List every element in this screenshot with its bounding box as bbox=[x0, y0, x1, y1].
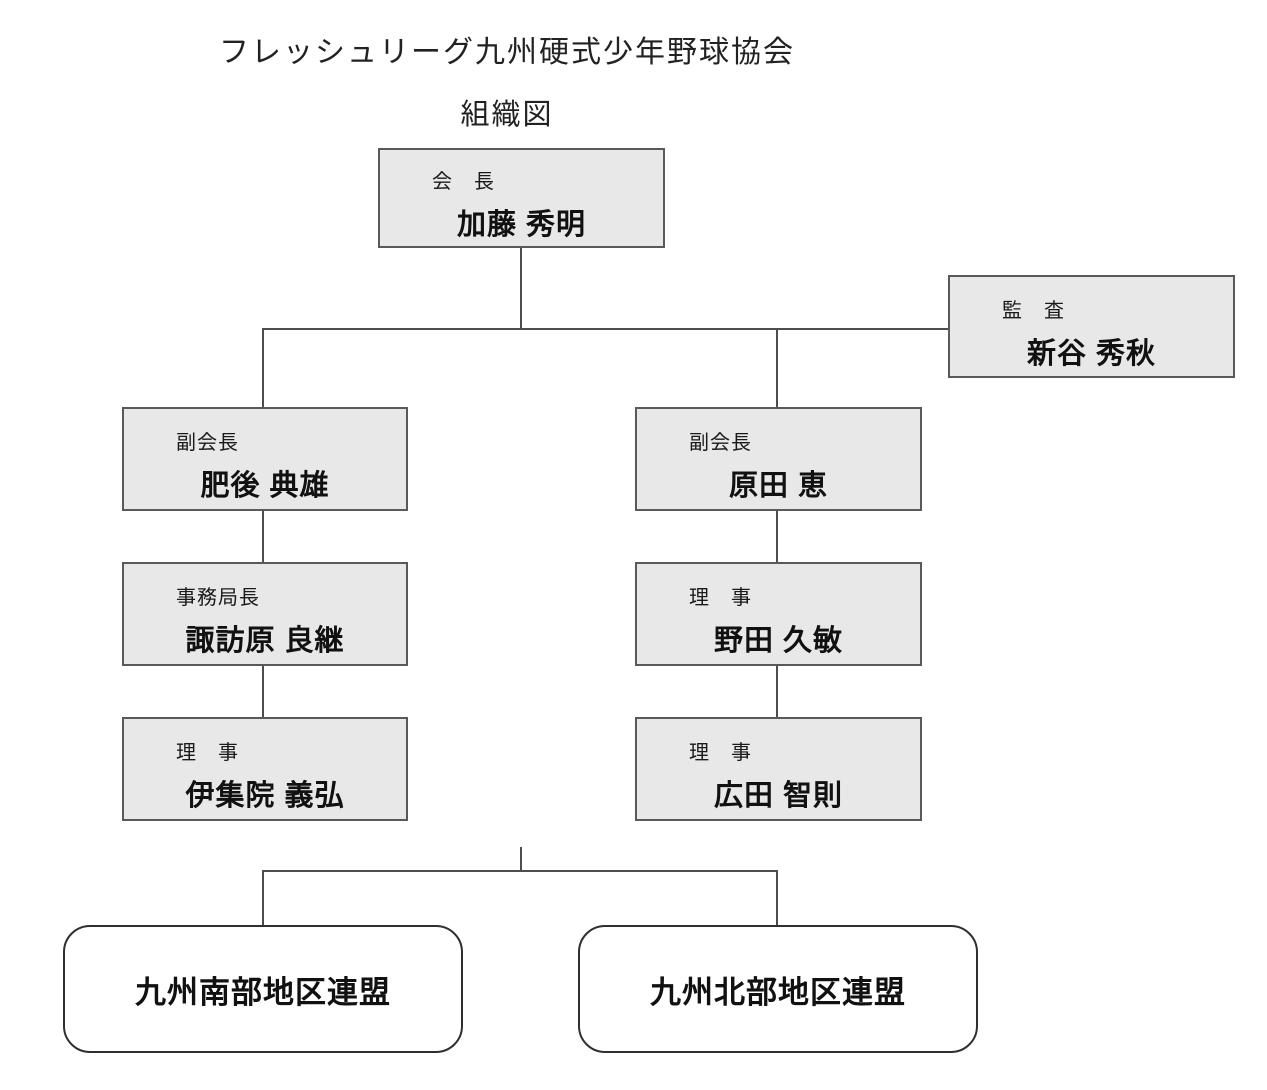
connector-vice-right-to-director bbox=[776, 511, 778, 562]
connector-rail-to-north-federation bbox=[776, 871, 778, 925]
federation-south-box: 九州南部地区連盟 bbox=[63, 925, 463, 1053]
org-node-vice-chairman-right: 副会長 原田 恵 bbox=[635, 407, 922, 511]
org-node-director-hirota: 理 事 広田 智則 bbox=[635, 717, 922, 821]
org-node-director-noda: 理 事 野田 久敏 bbox=[635, 562, 922, 666]
chart-title: フレッシュリーグ九州硬式少年野球協会 bbox=[219, 36, 795, 69]
connector-top-rail bbox=[262, 328, 949, 330]
chart-header: フレッシュリーグ九州硬式少年野球協会 組織図 bbox=[0, 36, 1014, 133]
federation-label: 九州南部地区連盟 bbox=[135, 974, 391, 1010]
connector-chairman-drop bbox=[520, 248, 522, 330]
role-label: 会 長 bbox=[432, 171, 495, 193]
federation-label: 九州北部地区連盟 bbox=[650, 974, 906, 1010]
role-label: 副会長 bbox=[689, 432, 752, 454]
person-name: 加藤 秀明 bbox=[456, 209, 587, 241]
connector-director-to-director bbox=[776, 666, 778, 717]
role-label: 監 査 bbox=[1002, 300, 1065, 322]
role-label: 理 事 bbox=[689, 587, 752, 609]
role-label: 副会長 bbox=[176, 432, 239, 454]
org-node-vice-chairman-left: 副会長 肥後 典雄 bbox=[122, 407, 408, 511]
org-node-director-ijuin: 理 事 伊集院 義弘 bbox=[122, 717, 408, 821]
connector-rail-to-vice-left bbox=[262, 329, 264, 407]
person-name: 肥後 典雄 bbox=[200, 470, 330, 502]
person-name: 広田 智則 bbox=[713, 780, 844, 812]
person-name: 伊集院 義弘 bbox=[185, 780, 345, 812]
federation-north-box: 九州北部地区連盟 bbox=[578, 925, 978, 1053]
connector-bottom-stub bbox=[520, 847, 522, 871]
org-node-chairman: 会 長 加藤 秀明 bbox=[378, 148, 665, 248]
person-name: 原田 恵 bbox=[728, 470, 829, 502]
role-label: 理 事 bbox=[689, 742, 752, 764]
connector-rail-to-vice-right bbox=[776, 329, 778, 407]
person-name: 新谷 秀秋 bbox=[1026, 338, 1157, 370]
role-label: 理 事 bbox=[176, 742, 239, 764]
person-name: 諏訪原 良継 bbox=[185, 625, 345, 657]
connector-rail-to-south-federation bbox=[262, 871, 264, 925]
role-label: 事務局長 bbox=[176, 587, 260, 609]
org-node-auditor: 監 査 新谷 秀秋 bbox=[948, 275, 1235, 378]
person-name: 野田 久敏 bbox=[713, 625, 844, 657]
connector-bottom-rail bbox=[262, 870, 778, 872]
connector-secretary-to-director bbox=[262, 666, 264, 717]
connector-vice-left-to-secretary bbox=[262, 511, 264, 562]
org-node-secretary-general: 事務局長 諏訪原 良継 bbox=[122, 562, 408, 666]
chart-subtitle: 組織図 bbox=[460, 99, 554, 131]
